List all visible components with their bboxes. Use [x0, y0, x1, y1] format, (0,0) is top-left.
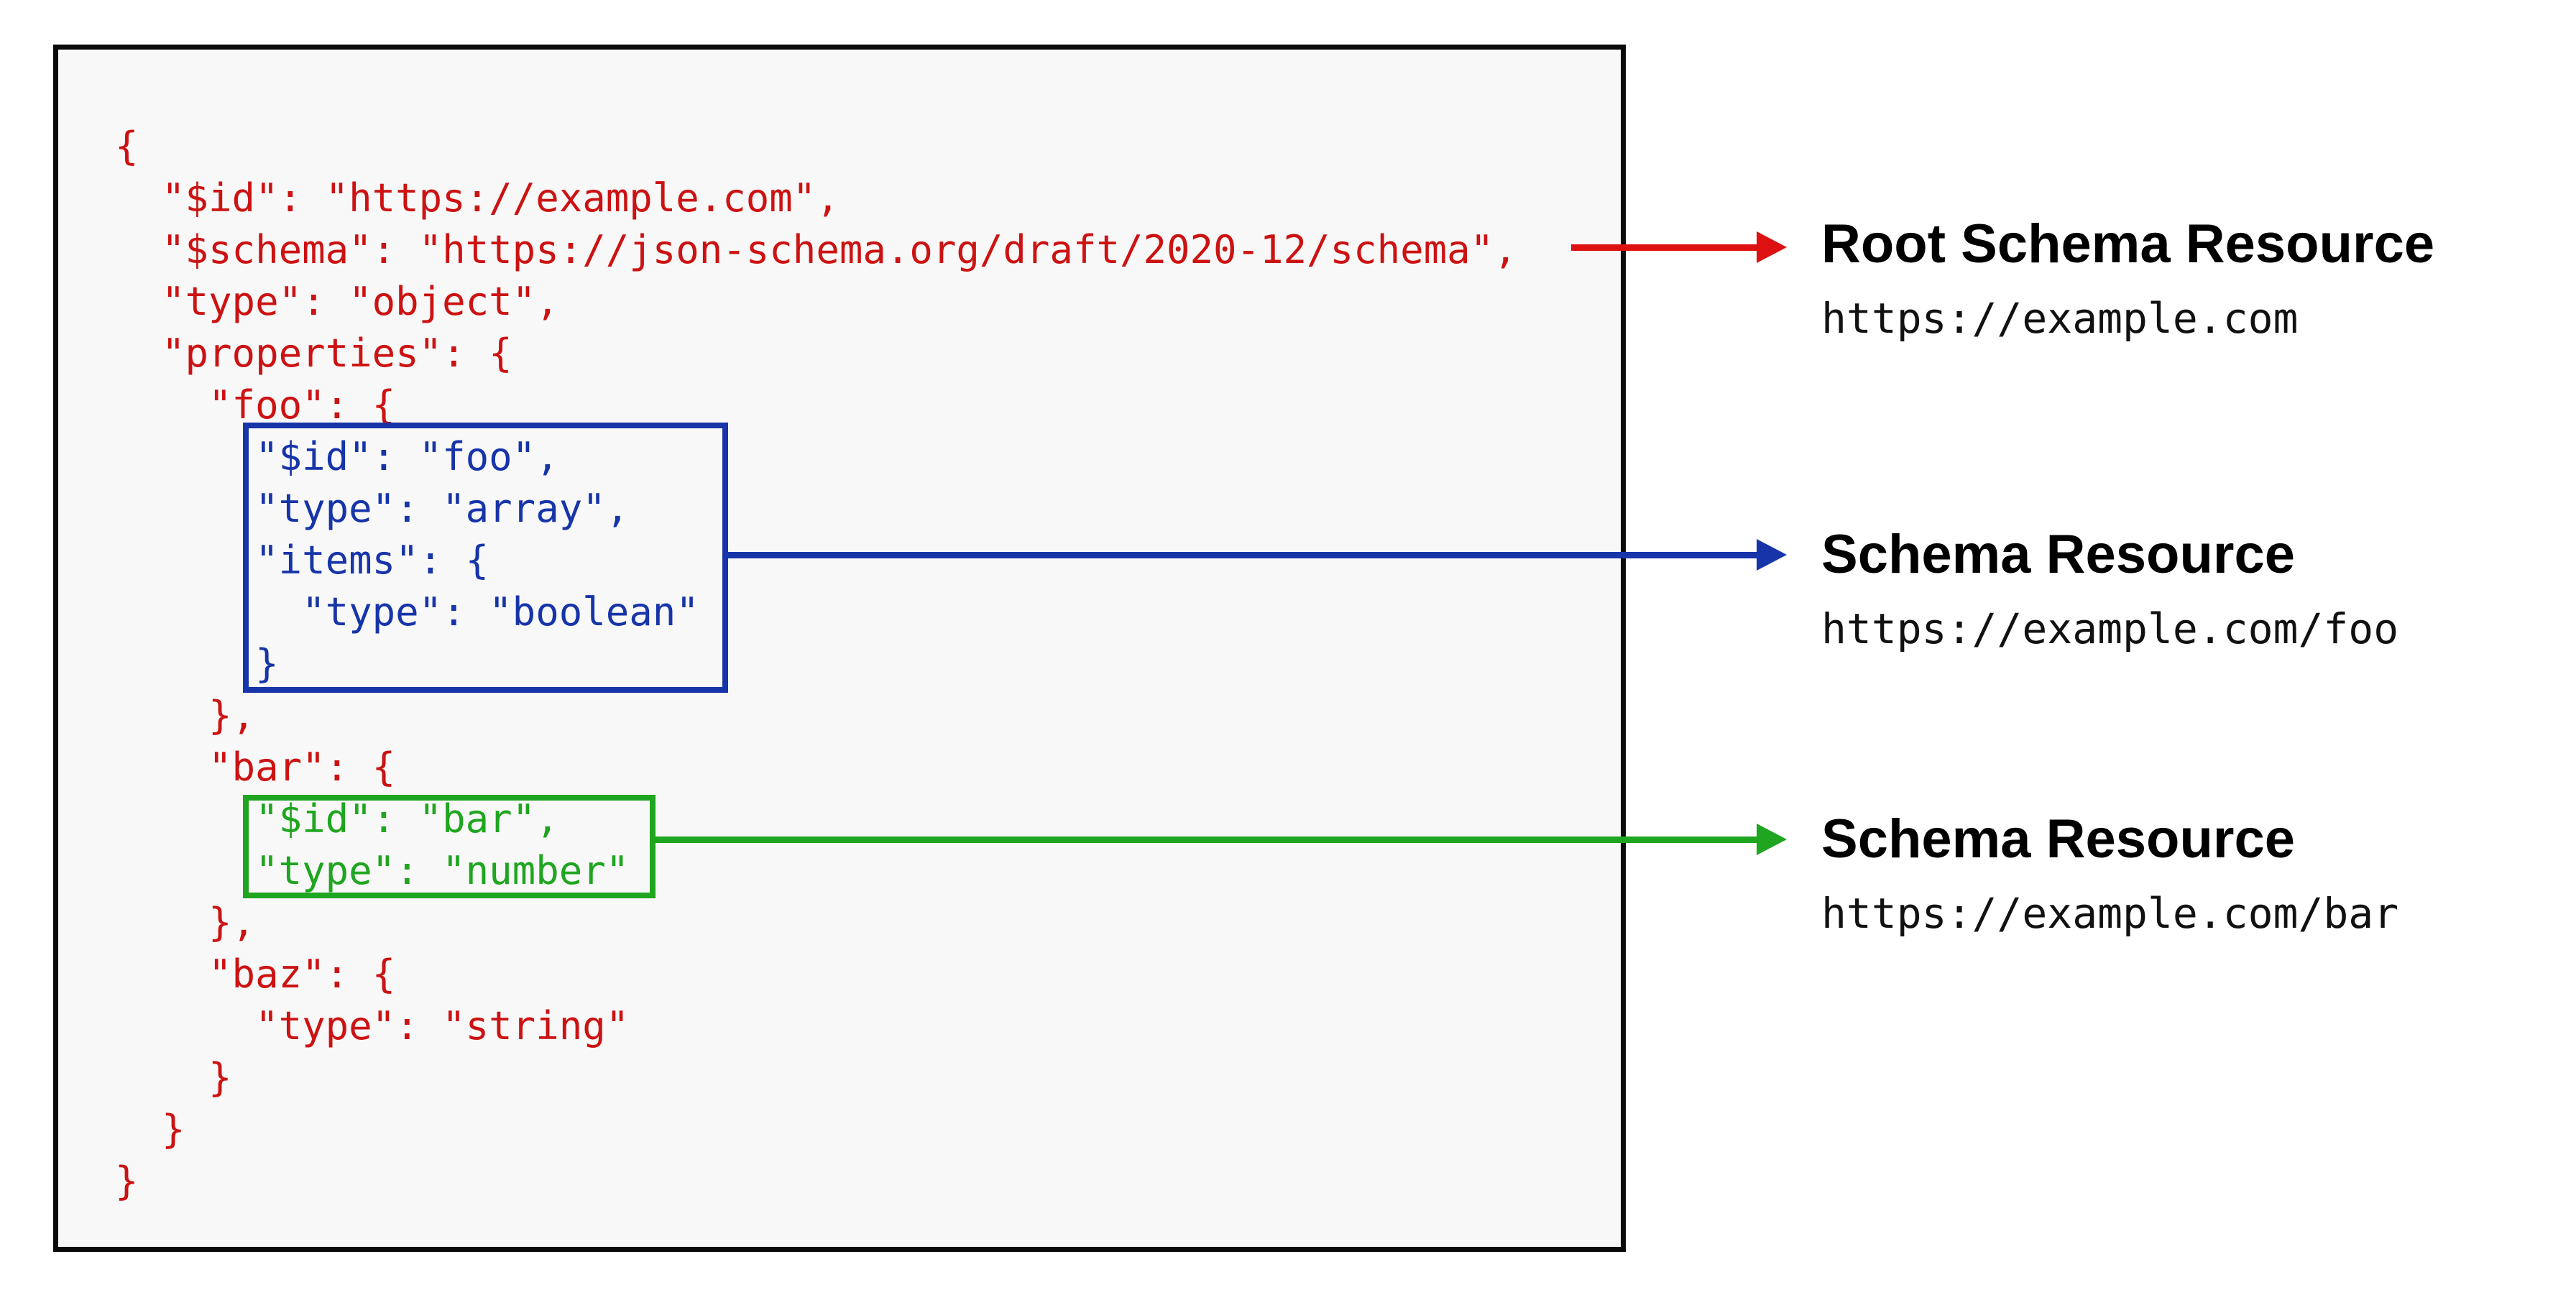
root-schema-annotation-title: Root Schema Resource	[1821, 213, 2435, 275]
code-line: "type": "number"	[115, 848, 630, 893]
code-line: "$id": "https://example.com",	[115, 175, 840, 221]
root-schema-arrow-shaft	[1571, 244, 1757, 251]
bar-schema-annotation-url: https://example.com/bar	[1821, 889, 2399, 938]
root-schema-arrowhead-icon	[1757, 231, 1787, 263]
code-line: }	[115, 1107, 185, 1152]
code-line: "foo": {	[115, 382, 396, 428]
code-line: "type": "object",	[115, 279, 559, 324]
bar-schema-annotation-title: Schema Resource	[1821, 808, 2295, 870]
code-line: "bar": {	[115, 745, 396, 790]
code-line: {	[115, 124, 139, 169]
root-schema-annotation-url: https://example.com	[1821, 294, 2299, 343]
code-line: },	[115, 693, 256, 738]
foo-schema-annotation-url: https://example.com/foo	[1821, 604, 2399, 653]
code-line: "$id": "foo",	[115, 434, 559, 479]
bar-schema-arrowhead-icon	[1757, 824, 1787, 855]
bar-schema-arrow-shaft	[653, 837, 1757, 843]
code-line: "$id": "bar",	[115, 796, 559, 842]
foo-schema-arrow-shaft	[728, 552, 1757, 558]
foo-schema-annotation-title: Schema Resource	[1821, 524, 2295, 585]
code-line: "type": "array",	[115, 486, 630, 531]
schema-code-panel	[53, 45, 1626, 1252]
bar-schema-annotation: Schema Resource https://example.com/bar	[1821, 811, 2398, 936]
code-line: "items": {	[115, 538, 489, 583]
code-line: }	[115, 1158, 139, 1204]
bar-schema-resource-box	[243, 795, 656, 898]
code-line: }	[115, 641, 279, 686]
code-line: "$schema": "https://json-schema.org/draf…	[115, 227, 1517, 272]
foo-schema-annotation: Schema Resource https://example.com/foo	[1821, 524, 2399, 653]
json-schema-code: { "$id": "https://example.com", "$schema…	[115, 121, 1517, 1207]
code-line: "baz": {	[115, 951, 396, 997]
code-line: "properties": {	[115, 331, 512, 376]
code-line: }	[115, 1055, 232, 1100]
root-schema-annotation: Root Schema Resource https://example.com	[1821, 216, 2434, 341]
code-line: },	[115, 900, 256, 945]
foo-schema-arrowhead-icon	[1757, 539, 1787, 571]
code-line: "type": "string"	[115, 1003, 630, 1049]
foo-schema-resource-box	[243, 423, 728, 693]
code-line: "type": "boolean"	[115, 589, 699, 635]
